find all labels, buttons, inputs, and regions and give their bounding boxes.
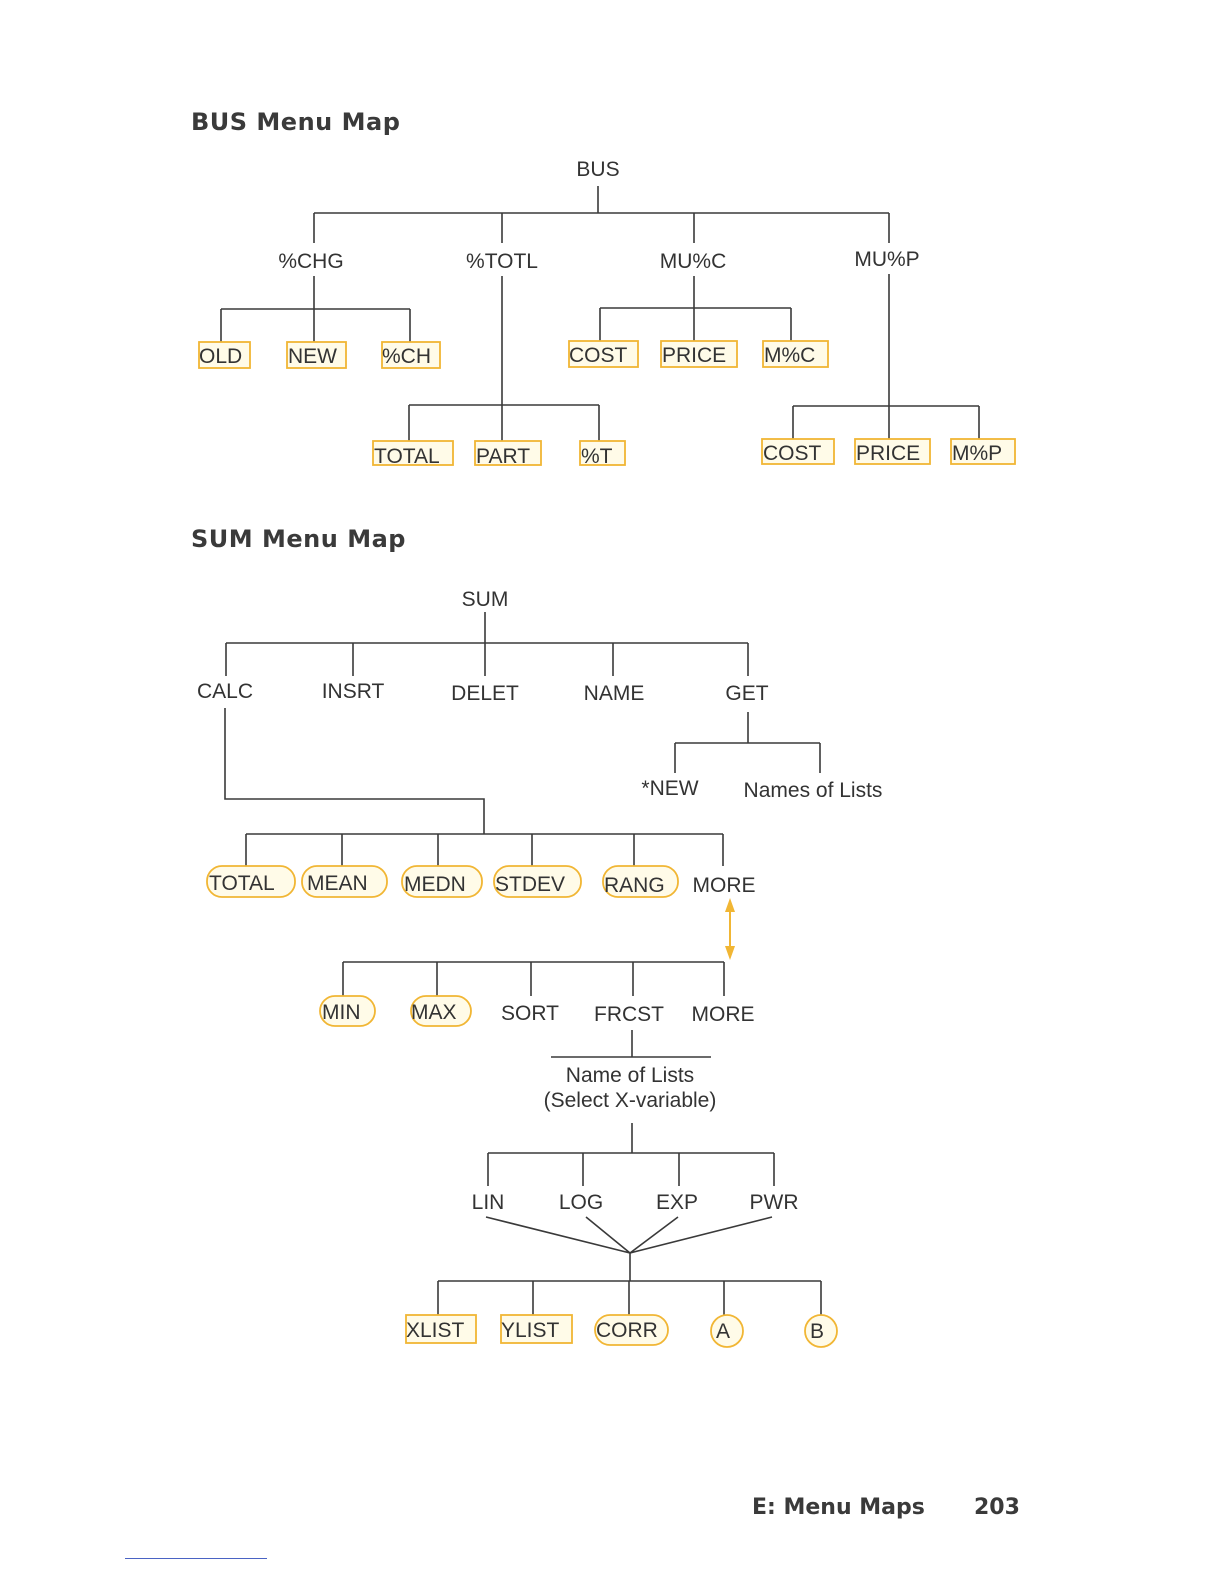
sum-models-connector	[487, 1123, 775, 1186]
sum-insrt-node: INSRT	[322, 680, 385, 703]
bus-new-label: NEW	[288, 345, 337, 368]
sum-root-node: SUM	[462, 588, 509, 611]
sum-mean-label: MEAN	[307, 872, 368, 895]
sum-lin-label: LIN	[472, 1191, 505, 1214]
sum-more-2-label: MORE	[692, 1003, 755, 1026]
sum-delet-node: DELET	[451, 682, 519, 705]
sum-root-connector	[225, 612, 749, 676]
sum-get-connector	[674, 712, 821, 773]
more-arrow-down-head	[725, 946, 735, 960]
sum-name-node: NAME	[584, 682, 645, 705]
bus-muc-connector	[599, 276, 792, 341]
sum-frcst-prompt-line2: (Select X-variable)	[544, 1089, 717, 1112]
bus-total-label: TOTAL	[374, 445, 440, 468]
sum-ylist-label: YLIST	[501, 1319, 560, 1342]
bus-chg-connector	[220, 276, 411, 342]
bus-ch-label: %CH	[382, 345, 431, 368]
sum-mean-key	[301, 865, 388, 898]
bus-mup-node: MU%P	[854, 248, 919, 271]
bus-muc-node: MU%C	[660, 250, 727, 273]
bus-tree: BUS %CHG %TOTL MU%C MU%P OLD NEW %CH TOT…	[198, 158, 1016, 468]
sum-xlist-key	[405, 1314, 477, 1344]
sum-tree: SUM CALC INSRT DELET NAME GET *NEW Names…	[197, 588, 883, 1348]
bus-ch-key	[381, 341, 441, 369]
sum-calc-connector	[224, 708, 724, 866]
sum-b-label: B	[810, 1320, 824, 1343]
sum-max-label: MAX	[411, 1001, 457, 1024]
sum-sort-label: SORT	[501, 1002, 559, 1025]
sum-get-lists-option: Names of Lists	[744, 779, 883, 802]
bus-mup-cost-label: COST	[763, 442, 822, 465]
bottom-rule	[125, 1558, 267, 1559]
sum-calc-menu-2-connector	[342, 961, 725, 996]
footer-section-title: E: Menu Maps	[752, 1495, 925, 1520]
sum-calc-node: CALC	[197, 680, 253, 703]
sum-models-converge	[485, 1216, 773, 1254]
bus-total-key	[372, 440, 454, 466]
sum-log-label: LOG	[559, 1191, 603, 1214]
bus-new-key	[286, 341, 347, 369]
sum-xlist-label: XLIST	[406, 1319, 465, 1342]
sum-total-key	[206, 865, 296, 898]
sum-medn-key	[401, 865, 483, 898]
bus-t-label: %T	[581, 445, 613, 468]
sum-get-node: GET	[725, 682, 768, 705]
more-arrow-up-head	[725, 898, 735, 912]
sum-frcst-prompt-line1: Name of Lists	[566, 1064, 694, 1087]
sum-rang-label: RANG	[604, 874, 665, 897]
sum-stdev-key	[493, 865, 582, 898]
sum-total-label: TOTAL	[209, 872, 275, 895]
bus-old-key	[198, 341, 251, 369]
sum-max-key	[410, 995, 472, 1027]
bus-muc-cost-label: COST	[569, 344, 628, 367]
sum-corr-key	[594, 1314, 669, 1346]
bus-muc-cost-key	[568, 340, 639, 368]
bus-root-node: BUS	[576, 158, 619, 181]
sum-rang-key	[602, 865, 679, 898]
bus-totl-connector	[408, 276, 600, 441]
bus-mc-label: M%C	[764, 344, 815, 367]
bus-muc-price-key	[660, 340, 738, 368]
sum-more-1-label: MORE	[693, 874, 756, 897]
sum-frcst-connector	[551, 1030, 711, 1058]
sum-corr-label: CORR	[596, 1319, 658, 1342]
sum-frcst-label: FRCST	[594, 1003, 664, 1026]
sum-medn-label: MEDN	[404, 873, 466, 896]
sum-stdev-label: STDEV	[495, 873, 565, 896]
sum-a-label: A	[716, 1320, 730, 1343]
sum-min-label: MIN	[322, 1001, 361, 1024]
sum-b-key	[804, 1314, 838, 1348]
bus-part-label: PART	[476, 445, 530, 468]
sum-get-new-option: *NEW	[641, 777, 698, 800]
bus-mp-label: M%P	[952, 442, 1002, 465]
sum-min-key	[319, 995, 376, 1027]
bus-menu-map-heading: BUS Menu Map	[191, 108, 401, 136]
bus-mp-key	[950, 438, 1016, 465]
sum-menu-map-heading: SUM Menu Map	[191, 525, 406, 553]
sum-exp-label: EXP	[656, 1191, 698, 1214]
sum-a-key	[710, 1314, 744, 1348]
bus-part-key	[474, 440, 542, 466]
bus-totl-node: %TOTL	[466, 250, 538, 273]
bus-mup-connector	[792, 274, 980, 439]
bus-mup-price-label: PRICE	[856, 442, 920, 465]
bus-chg-node: %CHG	[278, 250, 343, 273]
sum-results-connector	[437, 1253, 822, 1315]
bus-mup-cost-key	[761, 438, 835, 465]
sum-pwr-label: PWR	[750, 1191, 799, 1214]
bus-mc-key	[762, 340, 829, 368]
footer-page-number: 203	[974, 1495, 1020, 1520]
bus-old-label: OLD	[199, 345, 242, 368]
bus-muc-price-label: PRICE	[662, 344, 726, 367]
bus-root-connector	[313, 186, 890, 243]
bus-t-key	[579, 440, 626, 466]
sum-ylist-key	[500, 1314, 573, 1344]
bus-mup-price-key	[854, 438, 931, 465]
